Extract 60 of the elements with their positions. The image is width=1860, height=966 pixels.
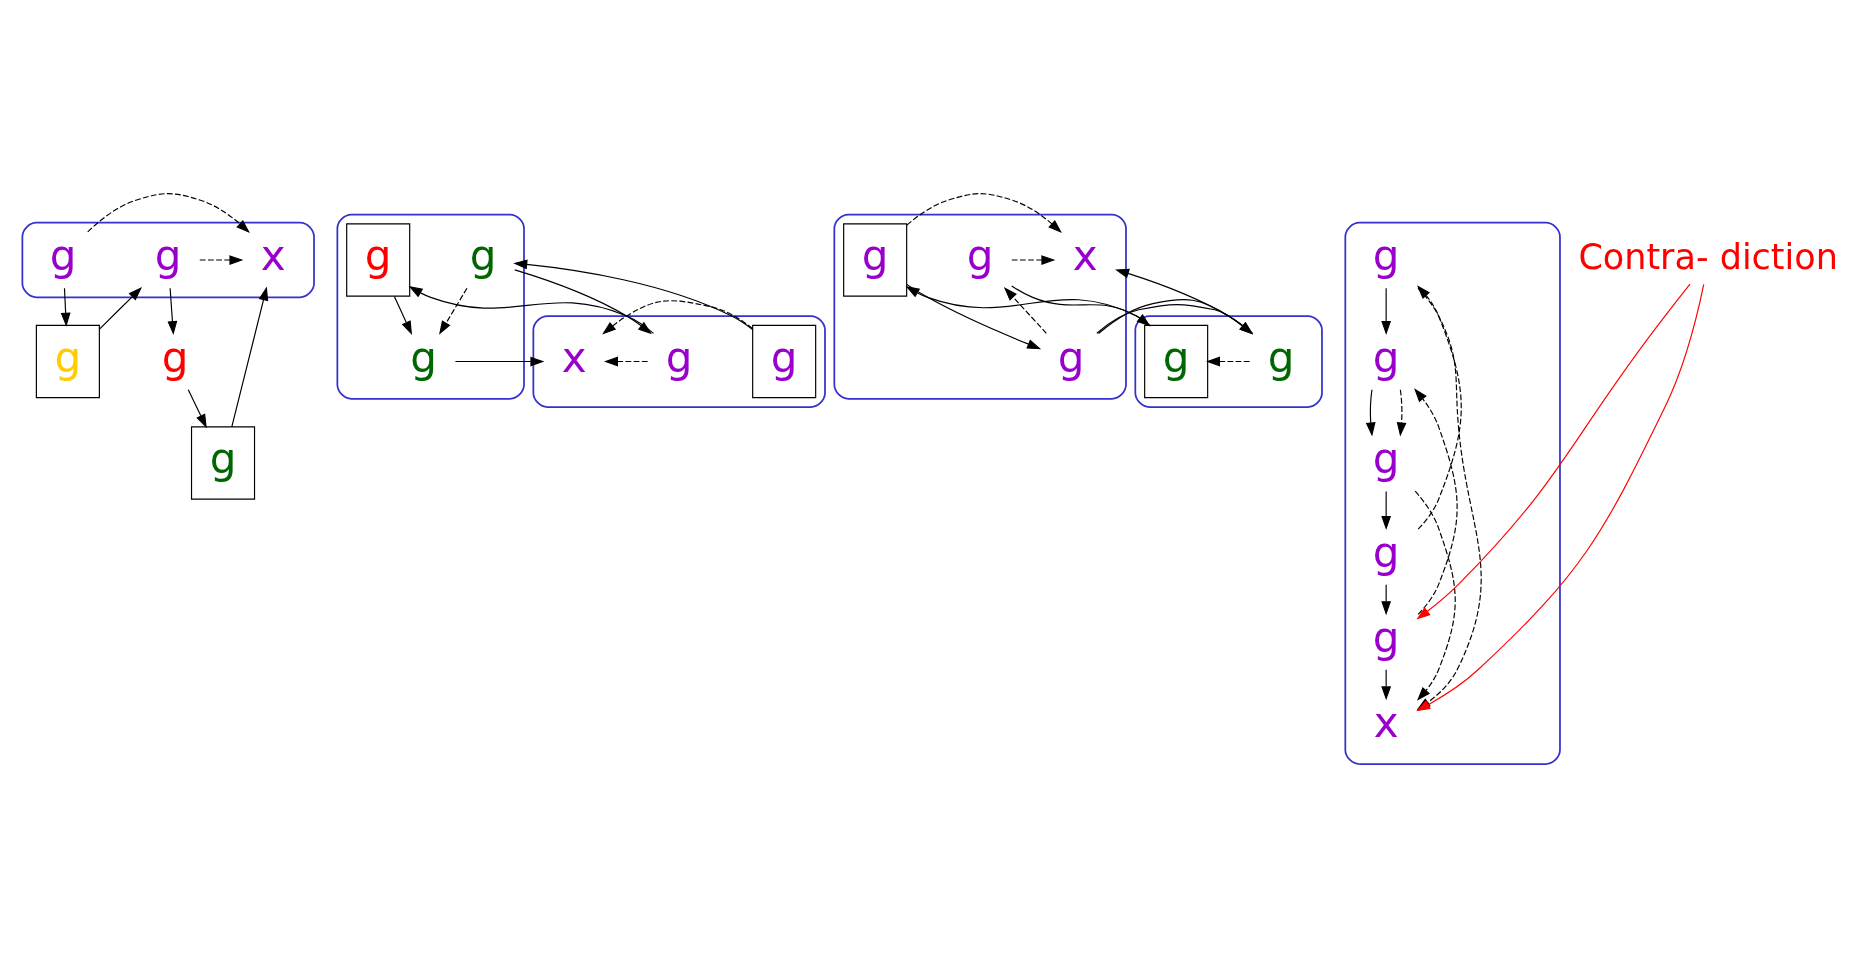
arrow [604, 356, 649, 366]
node-text: g [49, 230, 77, 280]
node-box: g [190, 425, 256, 500]
arrow [167, 287, 178, 335]
node-box: g [752, 324, 817, 398]
arrow [1414, 490, 1456, 701]
arrow [408, 285, 655, 334]
arrow [1417, 284, 1462, 530]
arrow [1416, 283, 1691, 620]
arrow [87, 192, 250, 233]
arrow [1096, 298, 1254, 335]
node-text: g [154, 230, 182, 280]
node-text: x [561, 332, 587, 382]
node-text: g [1267, 332, 1295, 382]
arrow [1365, 388, 1376, 437]
arrow [1381, 668, 1392, 700]
arrow [60, 287, 71, 327]
arrow [1011, 254, 1056, 265]
node-text: x [260, 230, 286, 280]
node-text: g [1372, 612, 1400, 662]
arrow [439, 287, 468, 335]
node-text: g [161, 332, 189, 382]
node-text: g [469, 230, 497, 280]
arrow [1414, 387, 1458, 615]
cluster [336, 213, 525, 400]
arrow [1381, 490, 1392, 530]
node-box: g [843, 222, 908, 297]
arrow [187, 388, 207, 428]
arrow [393, 295, 413, 335]
arrow [98, 286, 143, 330]
arrow [1205, 356, 1251, 366]
arrow [1396, 388, 1407, 437]
node-text: g [410, 332, 438, 382]
node-text: g [1057, 332, 1085, 382]
arrow [231, 286, 269, 427]
arrow [906, 192, 1062, 233]
node-text: g [1372, 332, 1400, 382]
cluster [1344, 221, 1561, 765]
arrow [1381, 287, 1392, 335]
node-box: g [35, 324, 100, 398]
node-text: g [1372, 433, 1400, 483]
arrow [513, 259, 754, 330]
node-text: x [1373, 697, 1399, 747]
arrow [1003, 286, 1047, 334]
arrow [514, 268, 652, 334]
node-box: g [1144, 324, 1209, 398]
node-box: g [346, 222, 411, 297]
node-text: g [1372, 527, 1400, 577]
cluster [833, 213, 1127, 400]
arrow [454, 356, 545, 366]
node-text: Contra- diction [1578, 236, 1838, 277]
arrow [1381, 583, 1392, 615]
node-text: x [1072, 230, 1098, 280]
node-text: g [966, 230, 994, 280]
arrow [199, 254, 244, 265]
node-text: g [665, 332, 693, 382]
node-text: g [1372, 230, 1400, 280]
arrow [1115, 268, 1254, 334]
arrow [602, 299, 754, 335]
arrow [906, 283, 1042, 349]
